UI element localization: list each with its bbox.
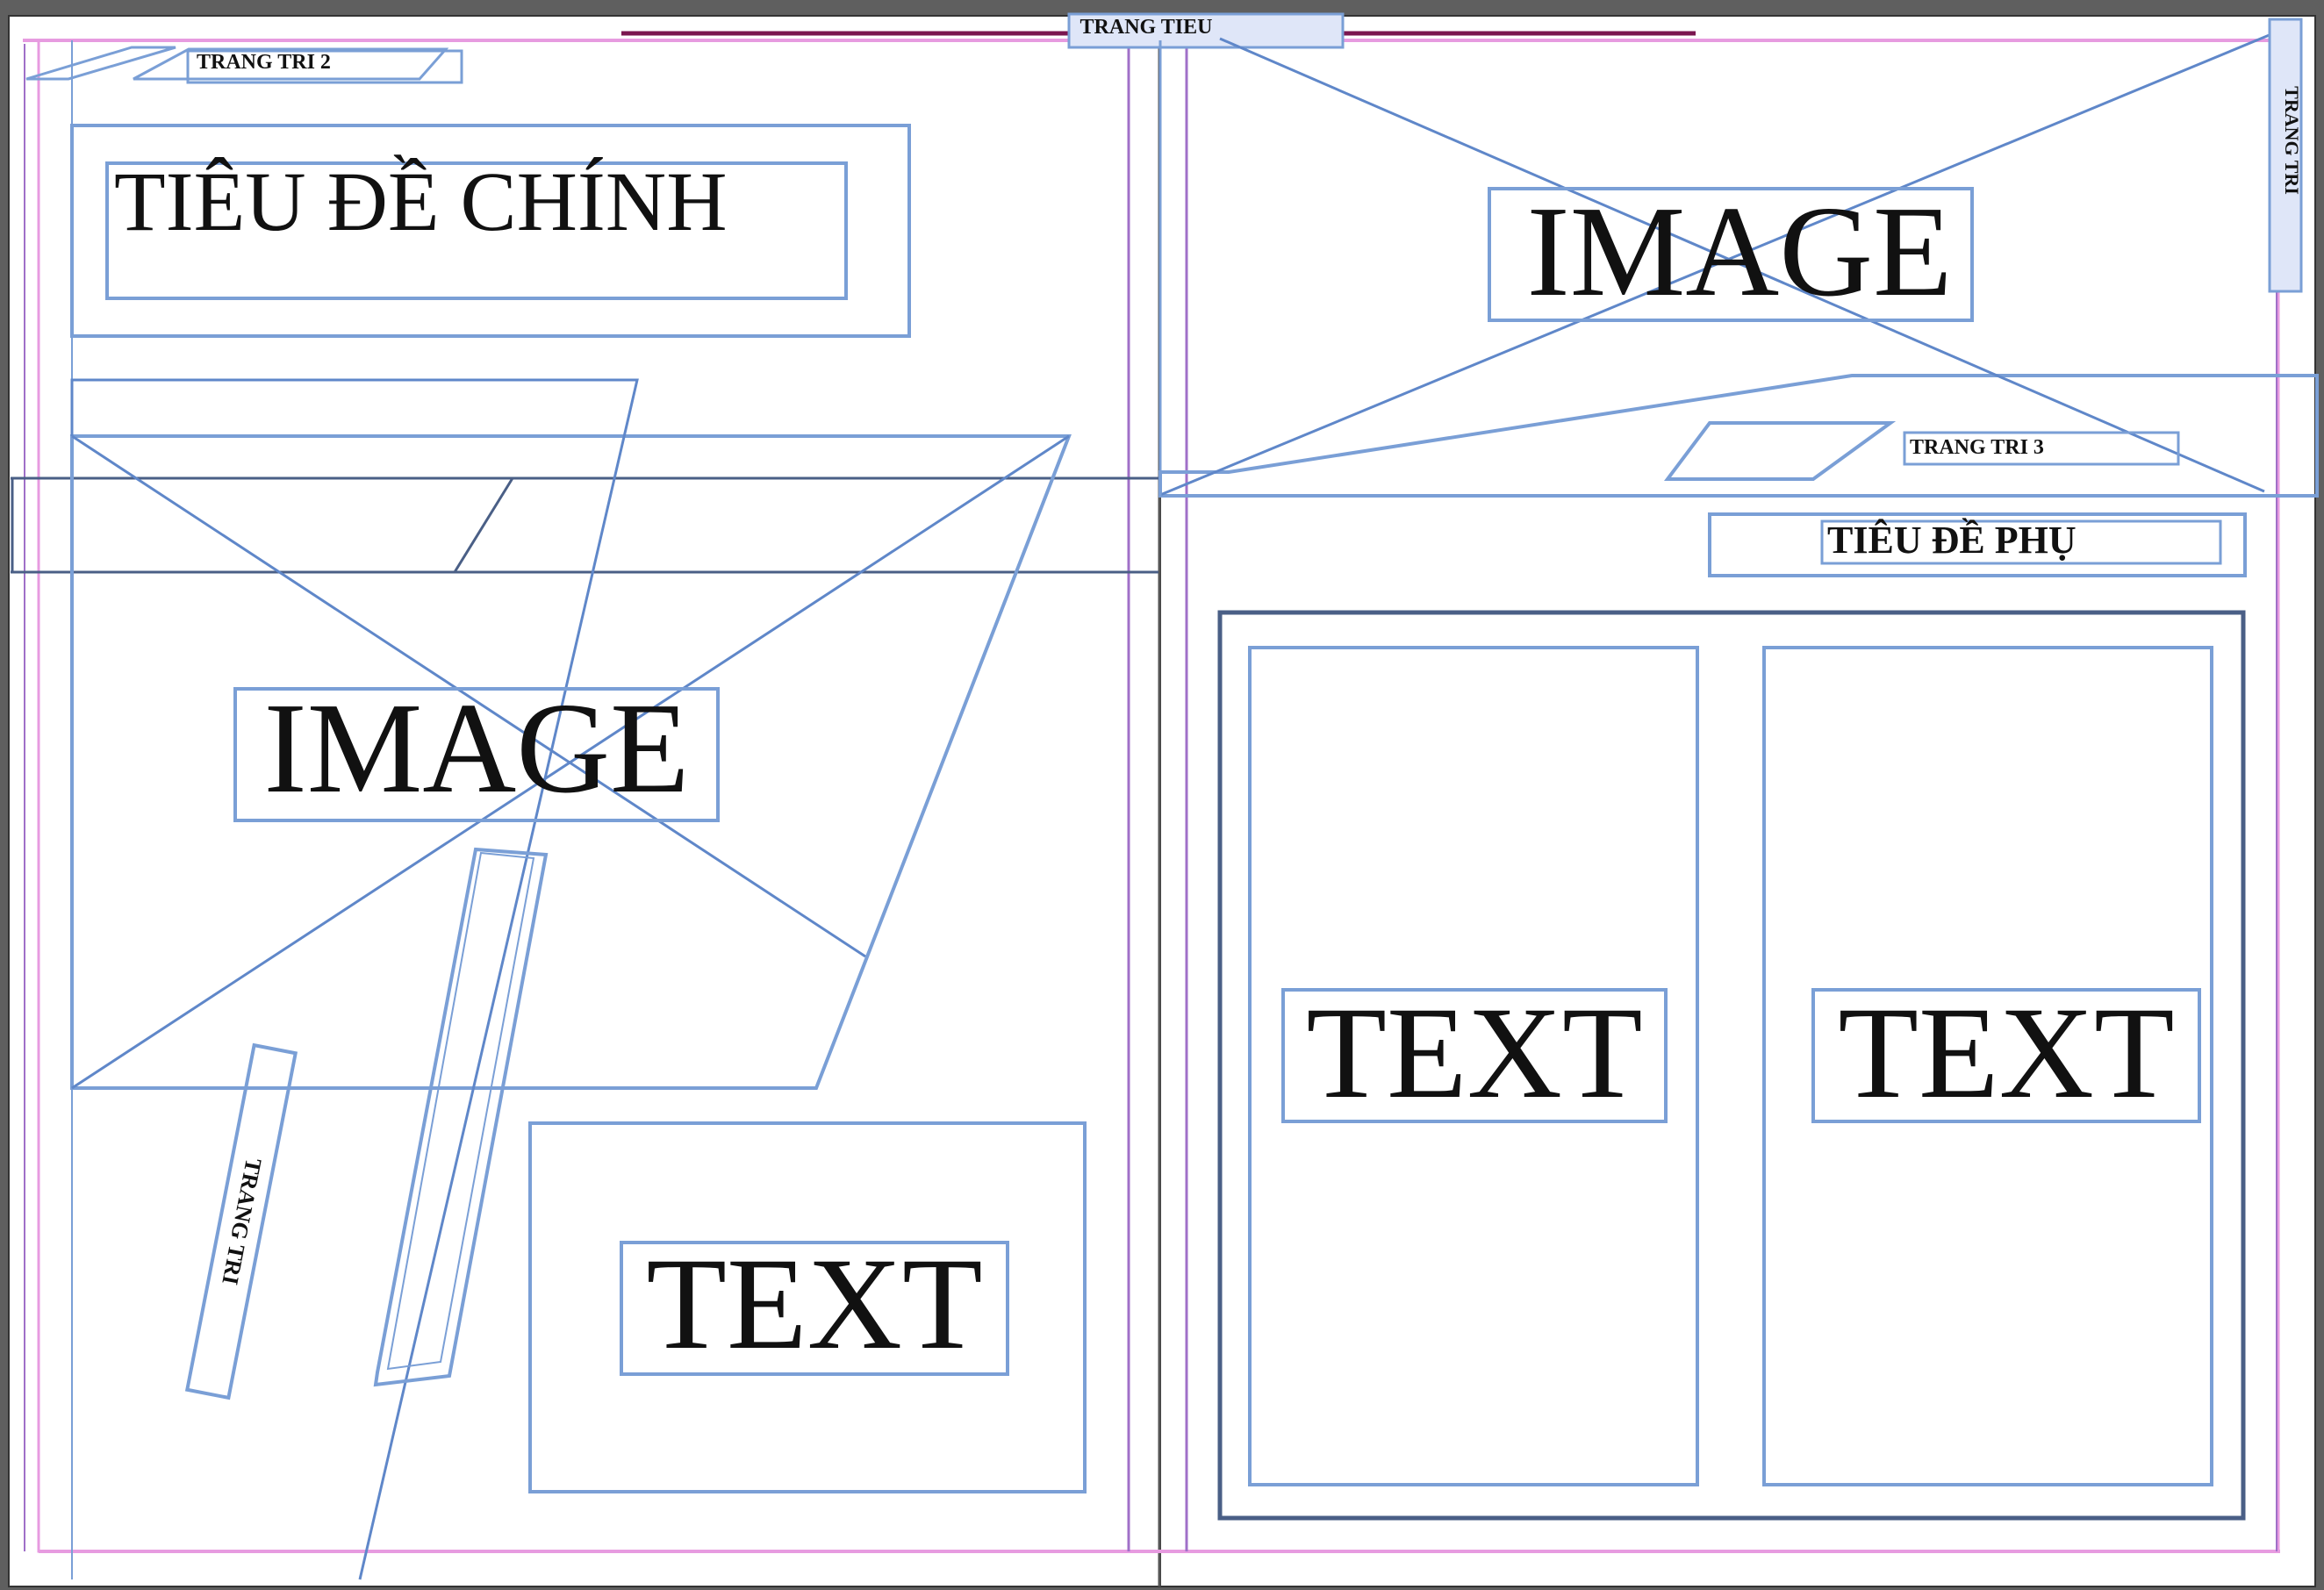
left-image-label: IMAGE <box>263 677 689 820</box>
main-title-frame[interactable]: TIÊU ĐỀ CHÍNH <box>70 124 911 338</box>
subtitle: TIÊU ĐỀ PHỤ <box>1827 518 2077 562</box>
left-text-frame[interactable]: TEXT <box>528 1121 1087 1493</box>
left-horizontal-band <box>11 476 1158 574</box>
text-column-2[interactable]: TEXT <box>1762 646 2213 1486</box>
text-column-1[interactable]: TEXT <box>1248 646 1699 1486</box>
right-folio-tab[interactable]: TRANG TRI 3 <box>1664 421 2180 481</box>
right-folio-label: TRANG TRI 3 <box>1910 436 2044 459</box>
master-tab[interactable]: TRANG TIEU <box>1067 12 1345 49</box>
right-edge-tab-label: TRANG TRI <box>2281 86 2303 195</box>
right-image-frame[interactable]: IMAGE <box>1158 28 2319 498</box>
left-text-label: TEXT <box>646 1231 982 1377</box>
main-title: TIÊU ĐỀ CHÍNH <box>114 154 728 248</box>
left-folio-label: TRANG TRI 2 <box>197 51 331 74</box>
subtitle-frame[interactable]: TIÊU ĐỀ PHỤ <box>1708 512 2247 577</box>
left-folio-tab[interactable]: TRANG TRI 2 <box>25 46 463 84</box>
right-page[interactable] <box>1159 15 2316 1587</box>
right-image-label: IMAGE <box>1526 180 1952 324</box>
right-edge-tab[interactable]: TRANG TRI <box>2268 18 2303 293</box>
text-columns-container[interactable]: TEXT TEXT <box>1217 610 2246 1521</box>
rotated-bar[interactable] <box>373 847 549 1387</box>
left-image-frame[interactable]: IMAGE <box>70 378 1072 1580</box>
column-1-label: TEXT <box>1306 980 1642 1126</box>
column-2-label: TEXT <box>1838 980 2174 1126</box>
master-tab-label: TRANG TIEU <box>1080 16 1213 39</box>
